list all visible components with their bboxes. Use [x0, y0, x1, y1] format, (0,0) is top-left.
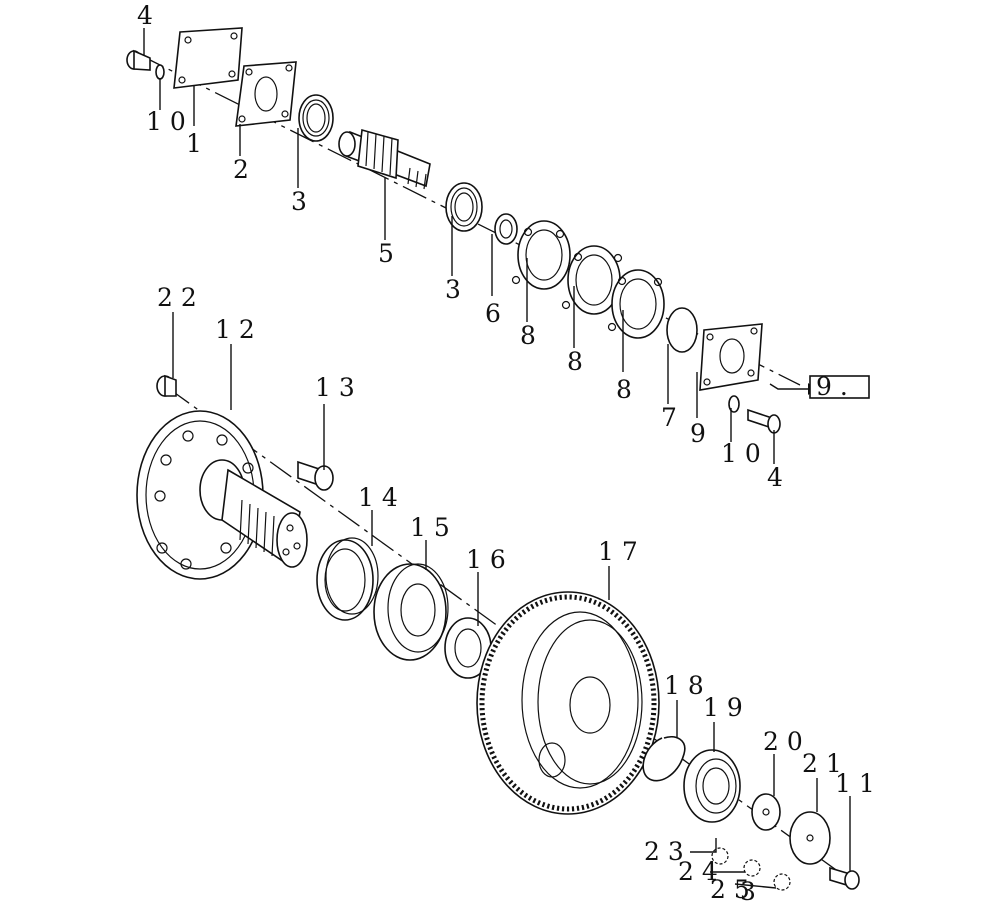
part-2-gasket-plate [235, 61, 297, 127]
part-4-bolt-right [747, 408, 781, 434]
callout-3-lower: 3 [445, 275, 461, 304]
part-7-o-ring [666, 307, 698, 353]
callout-12: 1 2 [215, 315, 255, 344]
callout-22: 2 2 [157, 283, 197, 312]
part-13-bolt [297, 460, 334, 491]
part-20-washer [751, 793, 781, 831]
reference-box [809, 375, 870, 399]
part-6-ring [494, 213, 518, 245]
callout-13: 1 3 [315, 373, 355, 402]
callout-25: 2 5 [710, 875, 750, 904]
reference-arrow [769, 383, 808, 390]
part-9-rear-cover [699, 323, 763, 391]
part-11-bolt [829, 866, 860, 890]
part-8-shim-b [561, 245, 623, 315]
part-19-bearing [683, 749, 741, 823]
callout-8-c: 8 [616, 375, 632, 404]
callout-24: 2 4 [678, 857, 718, 886]
callout-14: 1 4 [358, 483, 398, 512]
part-25-lock-washer [773, 873, 791, 891]
callout-3-bottom: 3 [740, 877, 756, 906]
callout-4-right: 4 [767, 463, 783, 492]
lower-assembly [136, 374, 860, 891]
part-4-bolt-top [126, 49, 151, 71]
callout-7: 7 [661, 403, 677, 432]
callout-3-upper: 3 [291, 187, 307, 216]
part-3-bearing-lower [445, 182, 483, 232]
callout-5: 5 [378, 239, 394, 268]
callout-8-a: 8 [520, 321, 536, 350]
part-22-plug [156, 374, 177, 397]
part-3-bearing-upper [298, 94, 334, 142]
callout-19: 1 9 [703, 693, 743, 722]
callout-21: 2 1 [802, 749, 842, 778]
callout-labels: 4 1 0 1 2 3 5 3 6 8 8 8 7 9 1 0 4 2 2 1 … [137, 1, 875, 906]
callout-10-right: 1 0 [721, 439, 761, 468]
callout-2: 2 [233, 155, 249, 184]
callout-20: 2 0 [763, 727, 803, 756]
leader-lines [143, 28, 851, 889]
callout-18: 1 8 [664, 671, 704, 700]
callout-4-top: 4 [137, 1, 153, 30]
part-14-seal [316, 537, 379, 621]
callout-9: 9 [690, 419, 706, 448]
part-24-lock-washer [743, 859, 761, 877]
part-18-circlip [642, 736, 686, 782]
reference-box-label: 9 . [816, 372, 848, 401]
callout-15: 1 5 [410, 513, 450, 542]
upper-assembly: 9 . [126, 27, 870, 434]
part-15-bearing [373, 563, 449, 661]
callout-11: 1 1 [835, 769, 875, 798]
part-17-large-gear [476, 591, 660, 815]
part-23-lock-washer [711, 847, 729, 865]
callout-10-top: 1 0 [146, 107, 186, 136]
part-10-washer-top [155, 64, 165, 80]
callout-16: 1 6 [466, 545, 506, 574]
part-12-hub-flange [136, 410, 308, 580]
callout-1: 1 [186, 129, 202, 158]
callout-17: 1 7 [598, 537, 638, 566]
callout-8-b: 8 [567, 347, 583, 376]
part-1-cover-plate [173, 27, 243, 89]
part-21-plate [789, 811, 831, 865]
callout-23: 2 3 [644, 837, 684, 866]
part-8-shim-a [511, 220, 571, 290]
callout-6: 6 [485, 299, 501, 328]
part-8-shim-c [607, 269, 665, 339]
part-5-pinion-shaft [338, 128, 431, 190]
